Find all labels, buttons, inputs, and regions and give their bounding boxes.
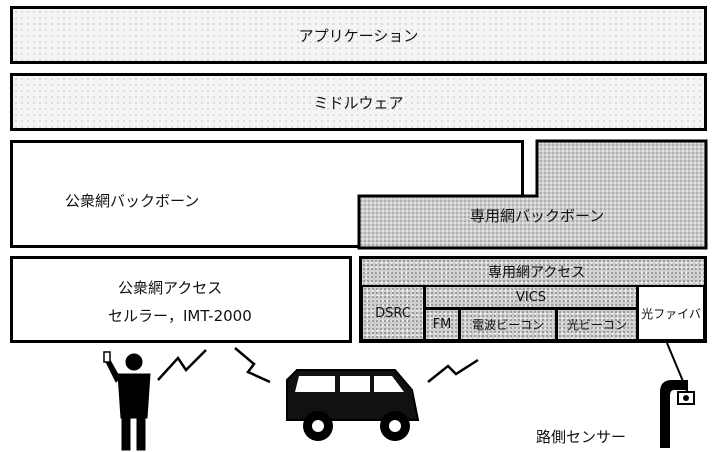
public-access-layer bbox=[10, 256, 352, 343]
roadside-sensor-icon bbox=[660, 342, 695, 448]
roadside-sensor-label: 路側センサー bbox=[536, 428, 627, 446]
optical-fiber-cell: 光ファイバ bbox=[637, 285, 705, 341]
public-access-label-line2: セルラー，IMT-2000 bbox=[108, 307, 252, 325]
fm-cell: FM bbox=[424, 308, 460, 341]
middleware-layer: ミドルウェア bbox=[10, 73, 707, 131]
application-label: アプリケーション bbox=[298, 26, 419, 45]
van-icon bbox=[286, 369, 420, 441]
person-with-phone-icon bbox=[103, 351, 151, 451]
optical-beacon-label: 光ビーコン bbox=[566, 318, 627, 332]
vics-label: VICS bbox=[515, 289, 547, 305]
fm-label: FM bbox=[432, 317, 452, 332]
private-access-label: 専用網アクセス bbox=[488, 265, 586, 281]
vics-cell: VICS bbox=[424, 285, 638, 309]
private-backbone-label: 専用網バックボーン bbox=[470, 207, 605, 225]
radio-beacon-cell: 電波ビーコン bbox=[459, 308, 557, 341]
dsrc-label: DSRC bbox=[375, 305, 411, 321]
optical-fiber-label: 光ファイバ bbox=[641, 306, 701, 321]
radio-beacon-label: 電波ビーコン bbox=[471, 318, 544, 332]
dsrc-cell: DSRC bbox=[361, 285, 425, 341]
lightning-bolt-icon bbox=[157, 347, 479, 384]
application-layer: アプリケーション bbox=[10, 6, 707, 64]
public-backbone-label: 公衆網バックボーン bbox=[65, 192, 200, 210]
middleware-label: ミドルウェア bbox=[313, 93, 404, 112]
public-access-label-line1: 公衆網アクセス bbox=[118, 279, 223, 297]
